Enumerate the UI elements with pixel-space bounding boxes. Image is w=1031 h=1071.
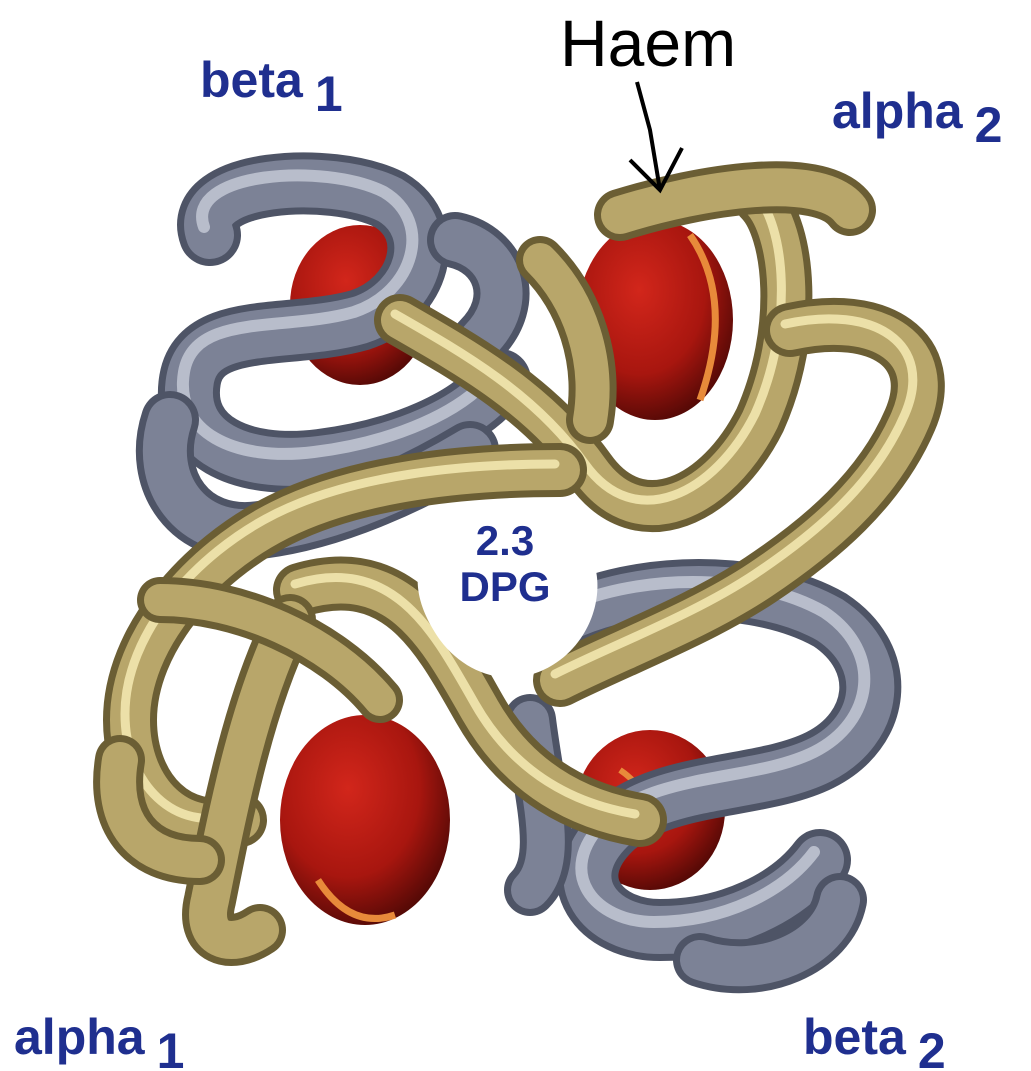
label-alpha-2-subscript: 2 — [975, 97, 1003, 153]
haem-label: Haem — [560, 10, 736, 76]
label-beta-2-text: beta — [803, 1009, 906, 1065]
label-beta-1-text: beta — [200, 52, 303, 108]
label-alpha-1-text: alpha — [14, 1009, 145, 1065]
label-alpha-1-subscript: 1 — [157, 1023, 185, 1071]
center-label: 2.3 DPG — [445, 520, 565, 608]
center-label-line-2: DPG — [445, 566, 565, 608]
label-beta-1-subscript: 1 — [315, 66, 343, 122]
label-alpha-2-text: alpha — [832, 83, 963, 139]
center-label-line-1: 2.3 — [445, 520, 565, 562]
haem-disc-alpha1 — [280, 715, 450, 925]
label-beta-2-subscript: 2 — [918, 1023, 946, 1071]
